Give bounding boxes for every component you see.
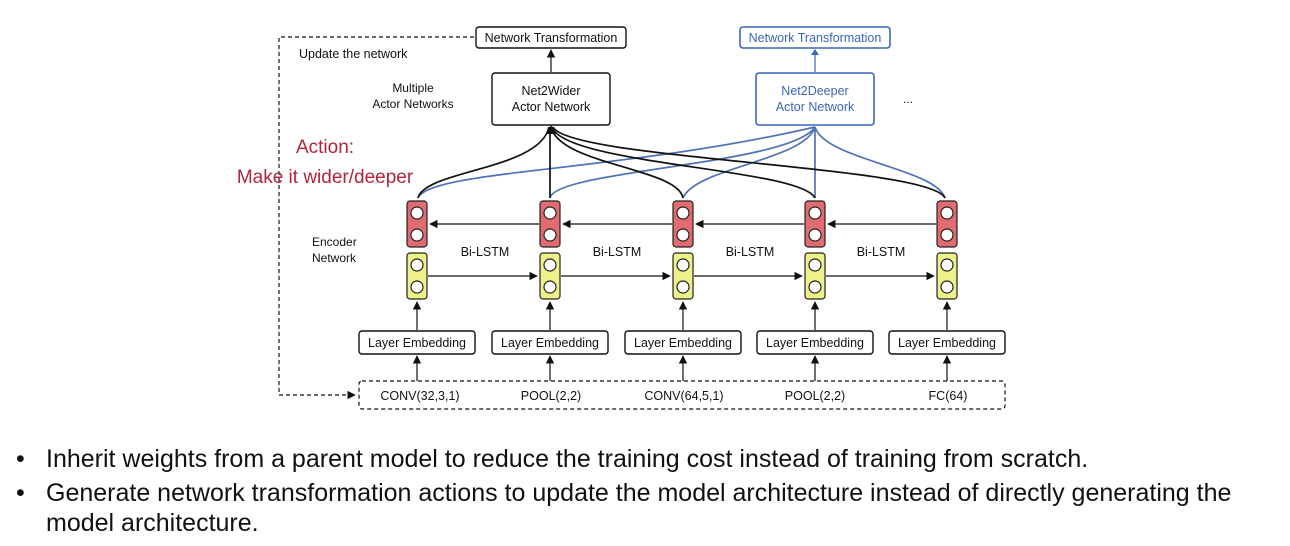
embedding-arrows <box>412 301 952 330</box>
hidden-unit <box>808 258 822 272</box>
layer-arrows <box>412 355 952 381</box>
hidden-unit <box>410 280 424 294</box>
network-transformation-blue-label: Network Transformation <box>749 31 882 45</box>
layer-embedding-box: Layer Embedding <box>624 330 742 355</box>
actor-networks-label: Actor Networks <box>372 97 453 111</box>
hidden-unit <box>940 206 954 220</box>
layer-embedding-label: Layer Embedding <box>898 336 996 350</box>
bilstm-arrows <box>428 219 936 281</box>
lstm-column <box>672 200 694 300</box>
hidden-unit <box>676 280 690 294</box>
hidden-unit <box>676 206 690 220</box>
bullet-item: •Generate network transformation actions… <box>16 479 1232 537</box>
architecture-diagram: Update the network Network Transformatio… <box>237 26 1006 410</box>
hidden-unit <box>410 258 424 272</box>
action-label: Action: <box>296 137 354 158</box>
lstm-column <box>936 200 958 300</box>
hidden-unit <box>940 258 954 272</box>
bilstm-label: Bi-LSTM <box>593 245 642 259</box>
layer-embedding-box: Layer Embedding <box>888 330 1006 355</box>
layer-label: FC(64) <box>929 389 968 403</box>
net2deeper-label: Net2Deeper <box>781 84 848 98</box>
network-transformation-box: Network Transformation <box>475 26 627 49</box>
layer-label: POOL(2,2) <box>785 389 845 403</box>
network-transformation-label: Network Transformation <box>485 31 618 45</box>
hidden-unit <box>410 228 424 242</box>
network-transformation-box-blue: Network Transformation <box>739 26 891 49</box>
net2deeper-actor-label: Actor Network <box>776 100 855 114</box>
encoder-lstm-columns <box>406 200 958 300</box>
bilstm-label: Bi-LSTM <box>461 245 510 259</box>
bilstm-label: Bi-LSTM <box>726 245 775 259</box>
hidden-unit <box>543 258 557 272</box>
net2wider-actor-label: Actor Network <box>512 100 591 114</box>
architecture-layers-box: CONV(32,3,1) POOL(2,2) CONV(64,5,1) POOL… <box>358 380 1006 410</box>
bullet-text: Generate network transformation actions … <box>46 479 1232 537</box>
hidden-unit <box>543 206 557 220</box>
update-network-loop: Update the network <box>278 36 474 400</box>
bullet-list: •Inherit weights from a parent model to … <box>16 444 1286 542</box>
layer-embedding-label: Layer Embedding <box>766 336 864 350</box>
hidden-unit <box>940 280 954 294</box>
hidden-unit <box>543 228 557 242</box>
multiple-label: Multiple <box>392 81 434 95</box>
ellipsis-label: ... <box>903 92 913 106</box>
hidden-unit <box>808 228 822 242</box>
net2wider-actor-box: Net2Wider Actor Network <box>491 72 611 126</box>
bullet-text: Inherit weights from a parent model to r… <box>46 445 1089 473</box>
net2deeper-actor-box: Net2Deeper Actor Network <box>755 72 875 126</box>
hidden-unit <box>676 258 690 272</box>
hidden-unit <box>940 228 954 242</box>
hidden-unit <box>808 206 822 220</box>
layer-embedding-box: Layer Embedding <box>756 330 874 355</box>
layer-embedding-label: Layer Embedding <box>368 336 466 350</box>
hidden-unit <box>808 280 822 294</box>
encoder-label: Encoder <box>312 235 357 249</box>
action-description-label: Make it wider/deeper <box>237 167 414 188</box>
hidden-unit <box>410 206 424 220</box>
layer-embedding-box: Layer Embedding <box>491 330 609 355</box>
layer-embedding-label: Layer Embedding <box>501 336 599 350</box>
layer-label: CONV(32,3,1) <box>380 389 459 403</box>
actor-connections-black <box>417 125 946 199</box>
lstm-column <box>406 200 428 300</box>
actor-connections-blue <box>417 126 946 199</box>
bullet-item: •Inherit weights from a parent model to … <box>16 445 1089 473</box>
layer-embedding-label: Layer Embedding <box>634 336 732 350</box>
net2wider-label: Net2Wider <box>521 84 580 98</box>
layer-label: CONV(64,5,1) <box>644 389 723 403</box>
lstm-column <box>539 200 561 300</box>
network-label: Network <box>312 251 357 265</box>
lstm-column <box>804 200 826 300</box>
hidden-unit <box>676 228 690 242</box>
layer-embedding-box: Layer Embedding <box>358 330 476 355</box>
bilstm-label: Bi-LSTM <box>857 245 906 259</box>
layer-label: POOL(2,2) <box>521 389 581 403</box>
update-network-label: Update the network <box>299 47 408 61</box>
hidden-unit <box>543 280 557 294</box>
